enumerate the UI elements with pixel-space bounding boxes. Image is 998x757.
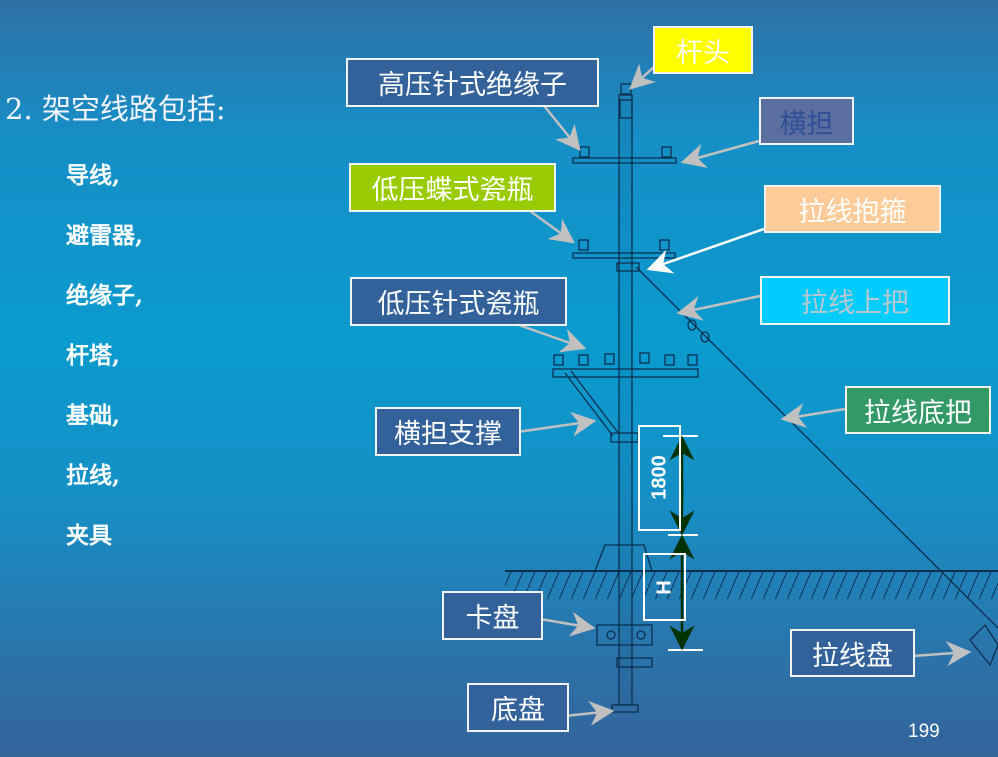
label-base-plate: 底盘: [467, 683, 569, 732]
page-number: 199: [908, 721, 940, 742]
label-crossarm-brace: 横担支撑: [375, 407, 521, 456]
crossarm-brace: [564, 370, 620, 437]
label-chuck: 卡盘: [442, 591, 543, 640]
slide-title: 2. 架空线路包括:: [5, 92, 226, 126]
label-lv-butterfly-insulator: 低压蝶式瓷瓶: [349, 163, 556, 212]
guy-anchor: [969, 623, 998, 667]
list-item: 夹具: [66, 522, 112, 549]
list-item: 拉线,: [66, 462, 121, 489]
list-item: 避雷器,: [66, 222, 144, 249]
label-guy-clamp: 拉线抱箍: [764, 185, 941, 233]
crossarm-high: [572, 157, 677, 164]
crossarm-low: [572, 252, 676, 259]
label-guy-upper: 拉线上把: [760, 276, 950, 325]
pole: [618, 94, 633, 706]
crossarm-lv: [552, 368, 699, 378]
list-item: 基础,: [66, 402, 121, 429]
label-guy-bottom: 拉线底把: [845, 386, 991, 434]
list-item: 绝缘子,: [66, 282, 144, 309]
guy-wire: [635, 266, 998, 629]
label-guy-anchor: 拉线盘: [790, 629, 915, 677]
label-lv-pin-insulator: 低压针式瓷瓶: [350, 277, 567, 326]
base-plate: [611, 704, 639, 713]
dimension-1800: 1800: [648, 455, 671, 500]
label-pole-top: 杆头: [653, 26, 753, 74]
chuck-plate: [596, 624, 653, 646]
label-crossarm: 横担: [759, 97, 854, 145]
dimension-h: H: [653, 580, 676, 595]
label-hv-pin-insulator: 高压针式绝缘子: [346, 58, 599, 107]
guy-clamp: [616, 262, 640, 272]
list-item: 杆塔,: [66, 342, 121, 369]
pole-top-insulator: [620, 83, 632, 95]
list-item: 导线,: [66, 162, 121, 189]
